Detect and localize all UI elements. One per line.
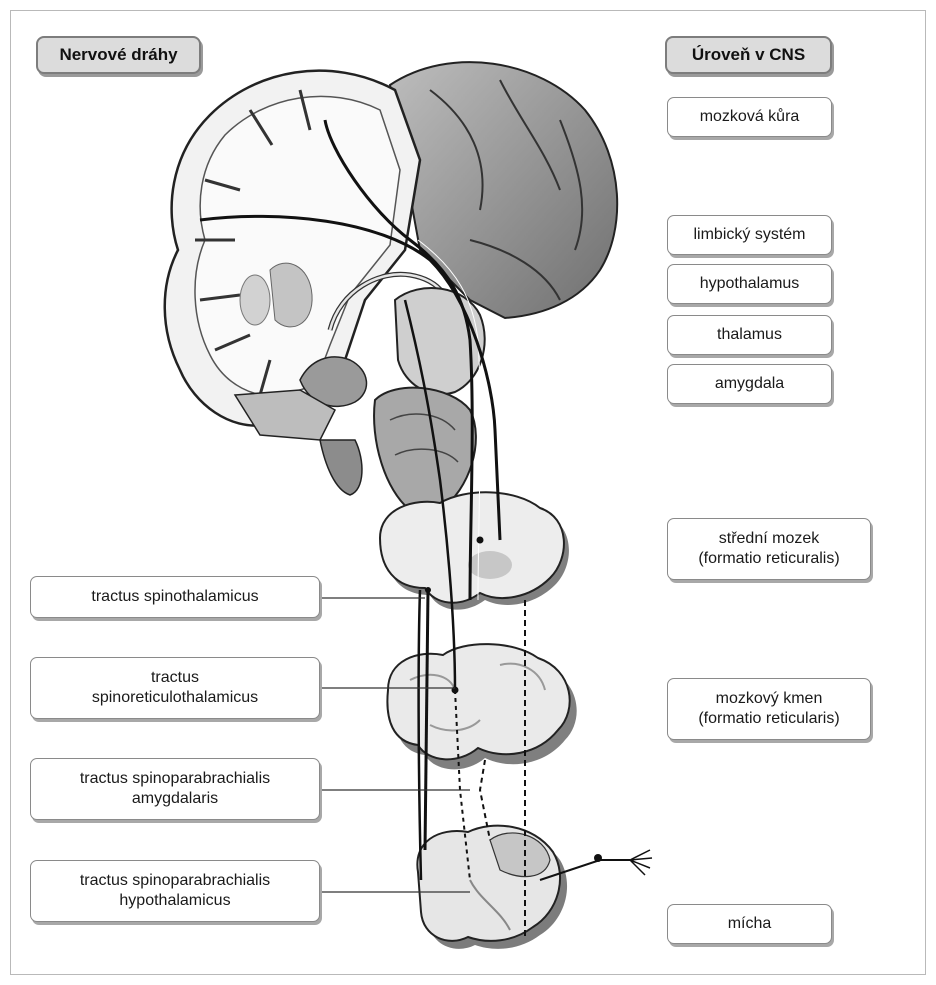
midbrain-section [380,492,569,609]
tract-spinoparabrachialis-hypothalamicus-label: tractus spinoparabrachialis hypothalamic… [30,860,320,922]
spinal-cord-section [417,826,652,949]
tract-spinoparabrachialis-amygdalaris-label: tractus spinoparabrachialis amygdalaris [30,758,320,820]
level-midbrain-label: střední mozek (formatio reticuralis) [667,518,871,580]
level-limbic-label: limbický systém [667,215,832,255]
level-amygdala-label: amygdala [667,364,832,404]
level-thalamus-label: thalamus [667,315,832,355]
level-brainstem-label: mozkový kmen (formatio reticularis) [667,678,871,740]
level-spinal-cord-label: mícha [667,904,832,944]
brainstem-section [387,644,576,769]
level-cortex-label: mozková kůra [667,97,832,137]
nervous-pathways-header: Nervové dráhy [36,36,201,74]
tract-spinothalamicus-label: tractus spinothalamicus [30,576,320,618]
tract-spinoreticulothalamicus-label: tractus spinoreticulothalamicus [30,657,320,719]
level-hypothalamus-label: hypothalamus [667,264,832,304]
cns-level-header: Úroveň v CNS [665,36,832,74]
